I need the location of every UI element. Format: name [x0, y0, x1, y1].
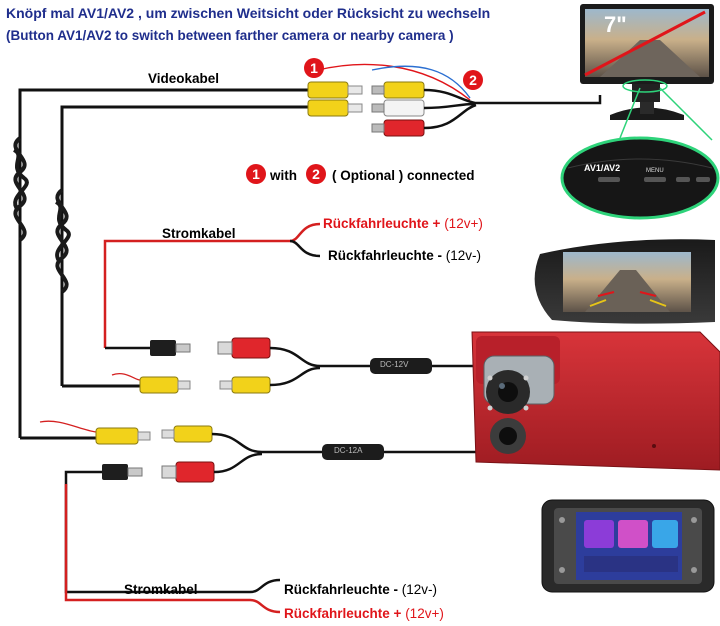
- cable-coil-right: [54, 188, 71, 294]
- power-top-plus: Rückfahrleuchte + (12v+): [323, 217, 483, 231]
- legend-marker-two: 2: [306, 164, 326, 184]
- inline-module-upper: DC-12V: [380, 360, 409, 369]
- stromkabel-top-label: Stromkabel: [162, 226, 236, 241]
- header-title-german: Knöpf mal AV1/AV2 , um zwischen Weitsich…: [6, 5, 491, 21]
- top-rca-connectors: [307, 63, 602, 137]
- videokabel-label: Videokabel: [148, 71, 220, 86]
- stromkabel-bottom-label: Stromkabel: [124, 582, 198, 597]
- mirror-monitor: [534, 239, 715, 324]
- power-bottom-minus-value: (12v-): [401, 582, 438, 597]
- legend-optional-text: ( Optional ) connected: [332, 168, 475, 183]
- inline-module-lower: DC-12A: [334, 446, 363, 455]
- power-top-plus-label: Rückfahrleuchte +: [323, 216, 441, 231]
- car-stereo: [541, 499, 715, 593]
- button-callout: [560, 79, 720, 220]
- brake-light-camera: [471, 331, 720, 471]
- power-top-minus: Rückfahrleuchte - (12v-): [328, 249, 481, 263]
- power-bottom-plus: Rückfahrleuchte + (12v+): [284, 607, 444, 621]
- header-title-english: (Button AV1/AV2 to switch between farthe…: [6, 28, 454, 43]
- video-cable-main: [18, 88, 308, 438]
- power-top-minus-label: Rückfahrleuchte -: [328, 248, 443, 263]
- video-connectors-lower: [20, 420, 476, 614]
- monitor-screen-mark: 7": [604, 12, 627, 37]
- legend-marker-one: 1: [246, 164, 266, 184]
- power-cable-top: [103, 222, 321, 359]
- monitor-button-av: AV1/AV2: [584, 163, 621, 173]
- marker-one: 1: [304, 58, 324, 78]
- monitor-top: [580, 4, 714, 120]
- power-top-minus-value: (12v-): [445, 248, 482, 263]
- power-bottom-plus-label: Rückfahrleuchte +: [284, 606, 402, 621]
- power-top-plus-value: (12v+): [444, 216, 483, 231]
- monitor-button-menu: MENU: [646, 168, 664, 174]
- power-bottom-minus-label: Rückfahrleuchte -: [284, 582, 399, 597]
- cable-coil-left: [12, 136, 29, 242]
- legend-with-text: with: [270, 168, 297, 183]
- marker-two: 2: [463, 70, 483, 90]
- power-bottom-plus-value: (12v+): [405, 606, 444, 621]
- power-bottom-minus: Rückfahrleuchte - (12v-): [284, 583, 437, 597]
- video-connectors-upper: [62, 346, 476, 394]
